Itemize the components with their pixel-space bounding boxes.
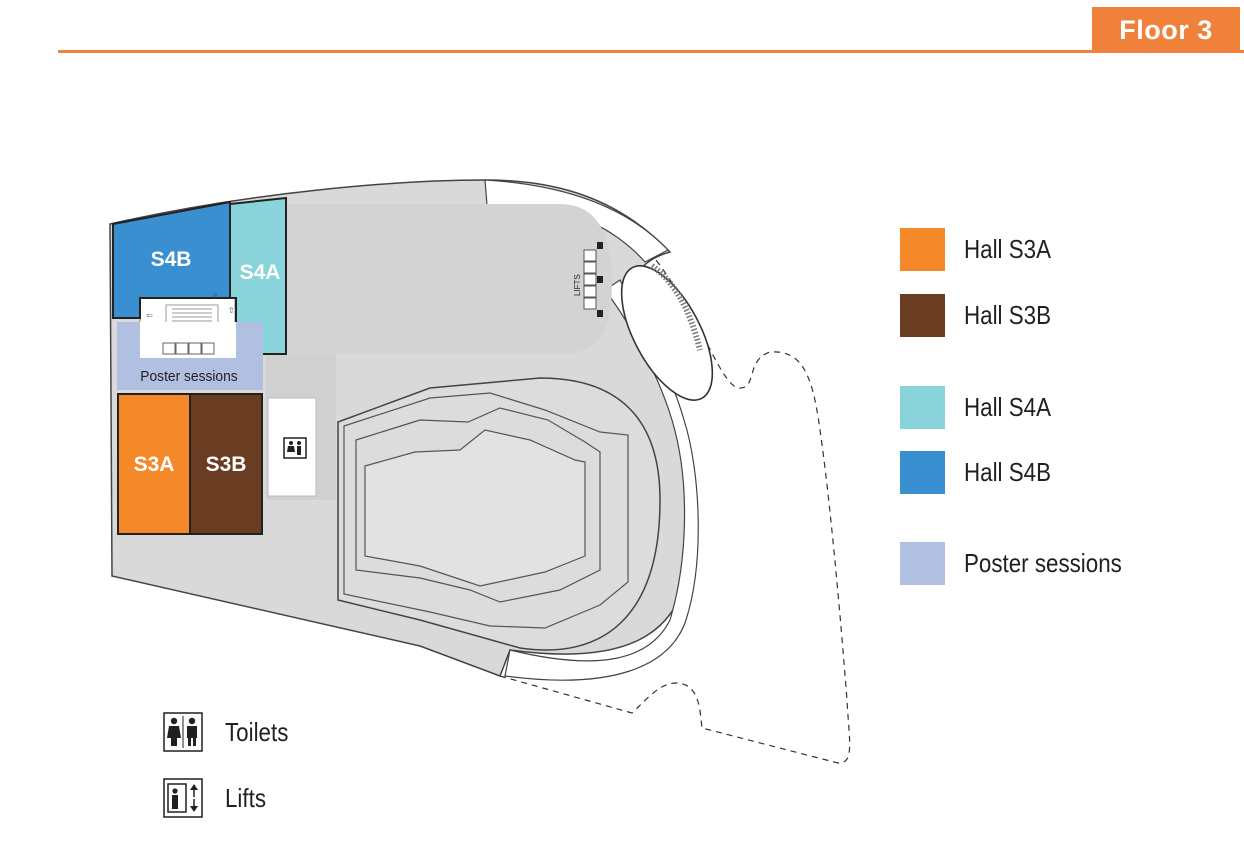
key-label-toilets: Toilets <box>225 716 289 747</box>
floor-badge: Floor 3 <box>1092 7 1240 53</box>
oval-stair <box>620 265 714 401</box>
poster-lifts-icon <box>162 342 215 355</box>
hall-s3a-label: S3A <box>134 453 175 476</box>
map-toilets-icon <box>283 437 307 459</box>
door-arrows: ⇧ ⇦ ⇧ <box>146 292 235 320</box>
legend-label-s4b: Hall S4B <box>964 457 1051 487</box>
legend-swatch-s3b <box>900 294 945 337</box>
hall-s4b-label: S4B <box>151 248 192 271</box>
floor-label: Floor 3 <box>1119 14 1213 45</box>
legend-swatch-s4a <box>900 386 945 429</box>
legend-label-poster: Poster sessions <box>964 548 1122 578</box>
legend-item-s3b: Hall S3B <box>900 294 1065 337</box>
legend-swatch-s3a <box>900 228 945 271</box>
key-label-lifts: Lifts <box>225 782 267 813</box>
hall-s3a <box>117 393 191 535</box>
poster-area-label: Poster sessions <box>140 369 237 386</box>
auditorium-tier-2 <box>355 407 601 603</box>
header-rule <box>58 50 1244 53</box>
key-item-lifts: Lifts <box>163 778 273 818</box>
hall-s3b <box>189 393 263 535</box>
walkway-outline <box>499 239 851 764</box>
svg-text:⇧: ⇧ <box>228 306 235 315</box>
corridor-east <box>504 279 699 681</box>
auditorium-tier-1 <box>343 392 629 629</box>
legend-label-s4a: Hall S4A <box>964 392 1051 422</box>
legend-label-s3a: Hall S3A <box>964 234 1051 264</box>
east-lifts <box>583 242 603 317</box>
legend-item-s3a: Hall S3A <box>900 228 1065 271</box>
legend-item-s4b: Hall S4B <box>900 451 1065 494</box>
legend-label-s3b: Hall S3B <box>964 300 1051 330</box>
svg-text:⇦: ⇦ <box>146 311 153 320</box>
legend-swatch-s4b <box>900 451 945 494</box>
lifts-icon <box>163 778 203 818</box>
legend-item-s4a: Hall S4A <box>900 386 1065 429</box>
hall-s4a-label: S4A <box>240 261 281 284</box>
toilets-icon <box>163 712 203 752</box>
north-hall-block <box>287 204 612 354</box>
svg-text:⇧: ⇧ <box>212 292 219 301</box>
key-item-toilets: Toilets <box>163 712 299 752</box>
lifts-vertical-label: LIFTS <box>573 274 582 296</box>
hall-s3b-label: S3B <box>206 453 247 476</box>
legend-item-poster: Poster sessions <box>900 542 1148 585</box>
auditorium-stage <box>364 429 586 587</box>
legend-swatch-poster <box>900 542 945 585</box>
